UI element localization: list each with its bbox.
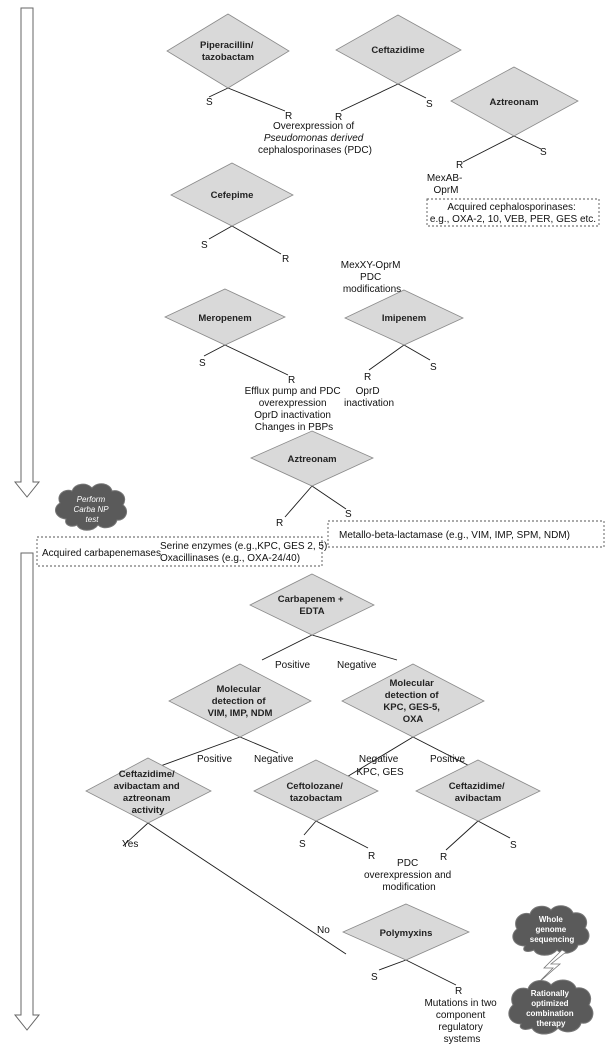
label-s: S (510, 840, 517, 851)
label-r: R (282, 254, 289, 265)
diamond-aztreonam-2-text: Aztreonam (287, 454, 336, 465)
diamond-aztreonam-1-text: Aztreonam (489, 97, 538, 108)
diamond-imipenem-text: Imipenem (382, 313, 426, 324)
label-negative-kpc-ges: Negative KPC, GES (356, 754, 404, 778)
label-positive: Positive (197, 754, 232, 765)
diamond-carbapenem-edta-text: Carbapenem + EDTA (278, 594, 346, 617)
diamond-cefepime: Cefepime (170, 162, 294, 227)
label-r: R (456, 160, 463, 171)
diamond-cefepime-text: Cefepime (211, 190, 254, 201)
diamond-polymyxins-text: Polymyxins (380, 928, 433, 939)
diamond-molecular-vim: Molecular detection of VIM, IMP, NDM (168, 663, 312, 738)
top-phase-arrow (13, 7, 41, 498)
diamond-molecular-vim-text: Molecular detection of VIM, IMP, NDM (208, 684, 273, 719)
cloud-wgs-text: Whole genome sequencing (530, 915, 575, 944)
bottom-phase-arrow (13, 552, 41, 1031)
box-acquired-cephalosporinases-text: Acquired cephalosporinases: e.g., OXA-2,… (430, 202, 596, 225)
text-mexab-oprm: MexAB- OprM (427, 173, 465, 196)
label-r: R (440, 852, 447, 863)
diamond-aztreonam-1: Aztreonam (450, 66, 579, 137)
label-r: R (276, 518, 283, 529)
label-r: R (364, 372, 371, 383)
box-acquired-carbapenemases: Acquired carbapenemases Serine enzymes (… (36, 536, 330, 567)
diamond-piperacillin: Piperacillin/ tazobactam (166, 13, 290, 89)
label-r: R (285, 111, 292, 122)
diamond-ceftazidime: Ceftazidime (335, 14, 462, 85)
diamond-ceftazidime-text: Ceftazidime (371, 45, 424, 56)
diamond-cza-azt-text: Ceftazidime/ avibactam and aztreonam act… (114, 769, 183, 816)
diamond-cza-text: Ceftazidime/ avibactam (449, 781, 508, 804)
diamond-ceftolozane-text: Ceftolozane/ tazobactam (286, 781, 345, 804)
label-positive: Positive (430, 754, 465, 765)
label-s: S (371, 972, 378, 983)
text-mutations: Mutations in two component regulatory sy… (424, 998, 499, 1045)
text-pdc-overexpression: Overexpression of Pseudomonas derived ce… (258, 121, 372, 156)
diamond-molecular-kpc-text: Molecular detection of KPC, GES-5, OXA (383, 678, 442, 725)
cloud-rational-text: Rationally optimized combination therapy (526, 989, 576, 1028)
box-carbapenemases-lines: Serine enzymes (e.g.,KPC, GES 2, 5) Oxac… (160, 541, 330, 564)
diamond-ceftazidime-avibactam: Ceftazidime/ avibactam (415, 759, 541, 822)
diamond-ceftolozane: Ceftolozane/ tazobactam (253, 759, 379, 822)
label-yes: Yes (122, 839, 138, 850)
diamond-piperacillin-text: Piperacillin/ tazobactam (200, 40, 256, 63)
diamond-aztreonam-2: Aztreonam (250, 430, 374, 487)
label-s: S (540, 147, 547, 158)
cloud-carba-np: Perform Carba NP test (54, 483, 128, 531)
diamond-meropenem: Meropenem (164, 288, 286, 346)
label-r: R (455, 986, 462, 997)
label-positive: Positive (275, 660, 310, 671)
cloud-carba-np-text: Perform Carba NP test (73, 495, 110, 524)
diamond-meropenem-text: Meropenem (198, 313, 251, 324)
sr-labels: S R R S R S S R S R R S R S S R R S S R (199, 97, 547, 997)
text-oprd-inactivation: OprD inactivation (344, 386, 394, 409)
label-s: S (430, 362, 437, 373)
label-negative: Negative (254, 754, 294, 765)
text-pdc-modification: PDC overexpression and modification (364, 858, 454, 893)
box-metallo-beta-lactamase: Metallo-beta-lactamase (e.g., VIM, IMP, … (327, 520, 605, 548)
text-efflux-pdc: Efflux pump and PDC overexpression OprD … (245, 386, 344, 433)
label-no: No (317, 925, 330, 936)
label-s: S (201, 240, 208, 251)
label-r: R (335, 112, 342, 123)
label-negative: Negative (337, 660, 377, 671)
diamond-ceftazidime-avibactam-aztreonam: Ceftazidime/ avibactam and aztreonam act… (85, 757, 212, 824)
diamond-carbapenem-edta: Carbapenem + EDTA (249, 573, 375, 636)
diamond-imipenem: Imipenem (344, 289, 464, 346)
label-r: R (288, 375, 295, 386)
diamond-polymyxins: Polymyxins (342, 903, 470, 961)
cloud-whole-genome-sequencing: Whole genome sequencing (512, 905, 590, 956)
label-r: R (368, 851, 375, 862)
lightning-bolt-icon (536, 949, 567, 985)
label-s: S (345, 509, 352, 520)
label-s: S (206, 97, 213, 108)
label-s: S (199, 358, 206, 369)
box-carbapenemases-title: Acquired carbapenemases (42, 548, 161, 559)
box-acquired-cephalosporinases: Acquired cephalosporinases: e.g., OXA-2,… (426, 198, 600, 227)
diamond-molecular-kpc: Molecular detection of KPC, GES-5, OXA (341, 663, 485, 738)
label-s: S (426, 99, 433, 110)
label-s: S (299, 839, 306, 850)
text-mexxy-pdc: MexXY-OprM PDC modifications (341, 260, 403, 295)
cloud-rationally-optimized-therapy: Rationally optimized combination therapy (508, 979, 594, 1035)
box-mbl-text: Metallo-beta-lactamase (e.g., VIM, IMP, … (339, 530, 570, 541)
